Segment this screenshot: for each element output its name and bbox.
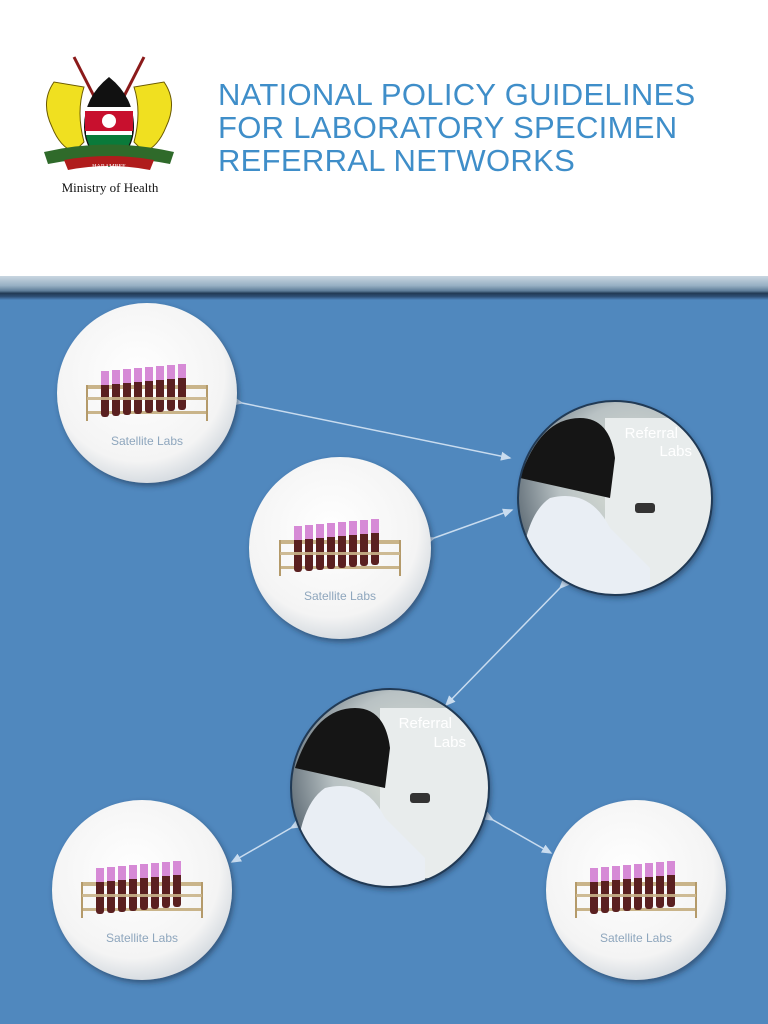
connector-arrow bbox=[424, 508, 514, 546]
title-line: FOR LABORATORY SPECIMEN bbox=[218, 110, 678, 145]
satellite-lab-node: Satellite Labs bbox=[52, 800, 232, 980]
referral-label: Labs bbox=[659, 443, 692, 460]
connector-arrow bbox=[230, 819, 302, 863]
satellite-label: Satellite Labs bbox=[600, 931, 672, 945]
satellite-lab-node: Satellite Labs bbox=[57, 303, 237, 483]
kenya-coat-of-arms-logo: HARAMBEE bbox=[44, 56, 174, 170]
connector-arrow bbox=[444, 578, 570, 707]
title-line: NATIONAL POLICY GUIDELINES bbox=[218, 77, 696, 112]
referral-label: Referral bbox=[625, 425, 678, 442]
referral-label: Referral bbox=[399, 715, 452, 732]
referral-lab-node: Referral Labs bbox=[517, 400, 713, 596]
title-line: REFERRAL NETWORKS bbox=[218, 143, 576, 178]
satellite-label: Satellite Labs bbox=[106, 931, 178, 945]
satellite-label: Satellite Labs bbox=[111, 434, 183, 448]
connector-arrow bbox=[232, 396, 512, 461]
crest-motto: HARAMBEE bbox=[92, 164, 126, 170]
satellite-lab-node: Satellite Labs bbox=[249, 457, 431, 639]
referral-lab-node: Referral Labs bbox=[290, 688, 490, 888]
referral-label: Labs bbox=[433, 734, 466, 751]
ministry-label: Ministry of Health bbox=[61, 180, 159, 195]
satellite-lab-node: Satellite Labs bbox=[546, 800, 726, 980]
document-title: NATIONAL POLICY GUIDELINES FOR LABORATOR… bbox=[218, 78, 696, 177]
connector-arrow bbox=[482, 811, 553, 854]
header-divider-band bbox=[0, 276, 768, 300]
satellite-label: Satellite Labs bbox=[304, 589, 376, 603]
